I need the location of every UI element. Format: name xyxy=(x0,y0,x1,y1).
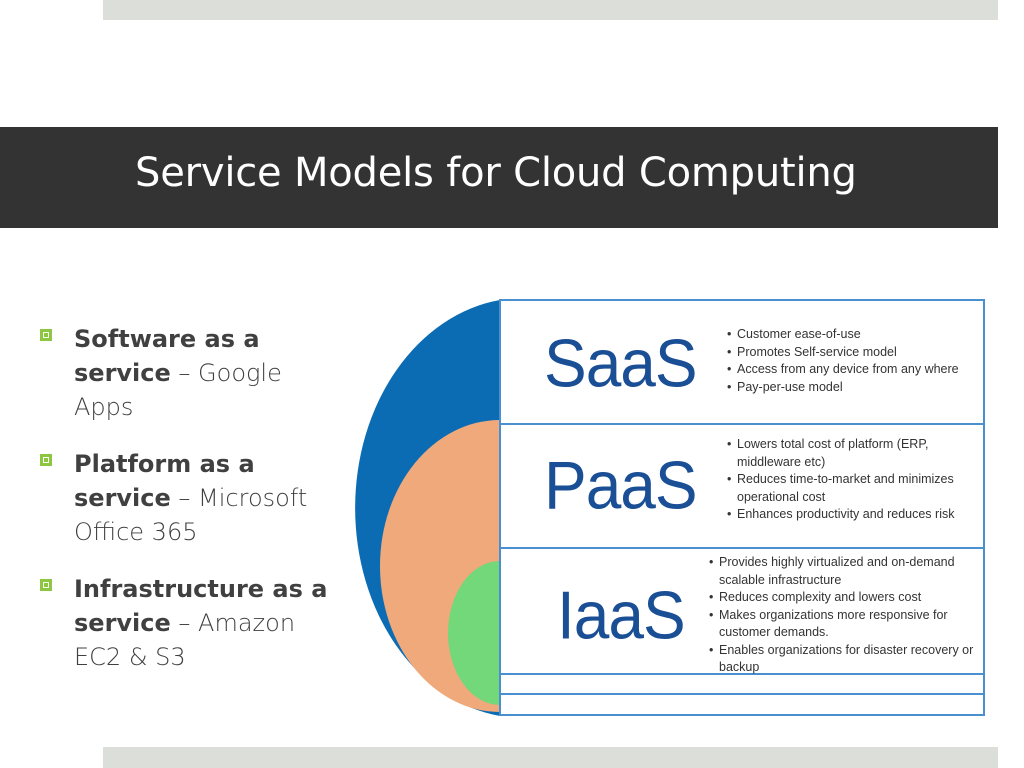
paas-label: PaaS xyxy=(544,446,698,524)
paas-feature-list: Lowers total cost of platform (ERP, midd… xyxy=(727,436,985,524)
saas-label: SaaS xyxy=(544,324,698,402)
bullet-item-saas: Software as a service – Google Apps xyxy=(40,322,340,424)
feature-item: Reduces time-to-market and minimizes ope… xyxy=(727,471,985,506)
bullet-bold: Platform as a service xyxy=(74,450,255,512)
bullet-rest: – Microsoft Office 365 xyxy=(74,484,308,546)
base-strip-2 xyxy=(499,693,985,716)
iaas-feature-list: Provides highly virtualized and on-deman… xyxy=(709,554,981,677)
title-bar xyxy=(0,127,998,228)
feature-item: Access from any device from any where xyxy=(727,361,985,379)
feature-item: Enhances productivity and reduces risk xyxy=(727,506,985,524)
feature-item: Promotes Self-service model xyxy=(727,344,985,362)
feature-item: Lowers total cost of platform (ERP, midd… xyxy=(727,436,985,471)
bullet-list: Software as a service – Google Apps Plat… xyxy=(40,322,340,697)
square-bullet-icon xyxy=(40,329,52,341)
feature-item: Makes organizations more responsive for … xyxy=(709,607,981,642)
bullet-item-paas: Platform as a service – Microsoft Office… xyxy=(40,447,340,549)
feature-item: Customer ease-of-use xyxy=(727,326,985,344)
bullet-rest: – Google Apps xyxy=(74,359,282,421)
service-models-diagram: SaaS Customer ease-of-use Promotes Self-… xyxy=(330,296,990,720)
bullet-rest: – Amazon EC2 & S3 xyxy=(74,609,296,671)
bullet-bold: Infrastructure as a service xyxy=(74,575,328,637)
iaas-core xyxy=(448,561,500,705)
saas-feature-list: Customer ease-of-use Promotes Self-servi… xyxy=(727,326,985,396)
bottom-decorative-band xyxy=(103,747,998,768)
slide-title: Service Models for Cloud Computing xyxy=(135,150,857,196)
base-strip-1 xyxy=(499,673,985,695)
feature-item: Reduces complexity and lowers cost xyxy=(709,589,981,607)
feature-item: Provides highly virtualized and on-deman… xyxy=(709,554,981,589)
square-bullet-icon xyxy=(40,579,52,591)
bullet-bold: Software as a service xyxy=(74,325,260,387)
feature-item: Enables organizations for disaster recov… xyxy=(709,642,981,677)
square-bullet-icon xyxy=(40,454,52,466)
bullet-item-iaas: Infrastructure as a service – Amazon EC2… xyxy=(40,572,340,674)
iaas-label: IaaS xyxy=(557,576,686,654)
top-decorative-band xyxy=(103,0,998,20)
feature-item: Pay-per-use model xyxy=(727,379,985,397)
